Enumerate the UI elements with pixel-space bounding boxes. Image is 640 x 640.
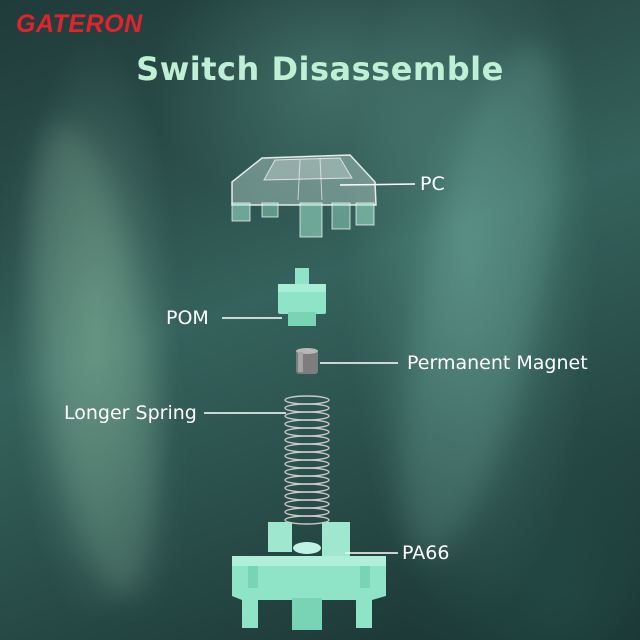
stem-pom <box>278 268 326 326</box>
permanent-magnet <box>296 348 318 374</box>
label-pc: PC <box>420 173 445 195</box>
label-permanent-magnet: Permanent Magnet <box>407 352 588 374</box>
label-longer-spring: Longer Spring <box>64 402 197 424</box>
label-pom: POM <box>166 307 209 329</box>
bottom-housing-pa66 <box>232 522 386 630</box>
page-title: Switch Disassemble <box>136 50 504 88</box>
top-housing-pc <box>231 154 377 238</box>
longer-spring <box>284 395 330 525</box>
brand-logo: GATERON <box>16 10 143 38</box>
label-pa66: PA66 <box>402 542 450 564</box>
leader-line-pc <box>339 183 416 186</box>
